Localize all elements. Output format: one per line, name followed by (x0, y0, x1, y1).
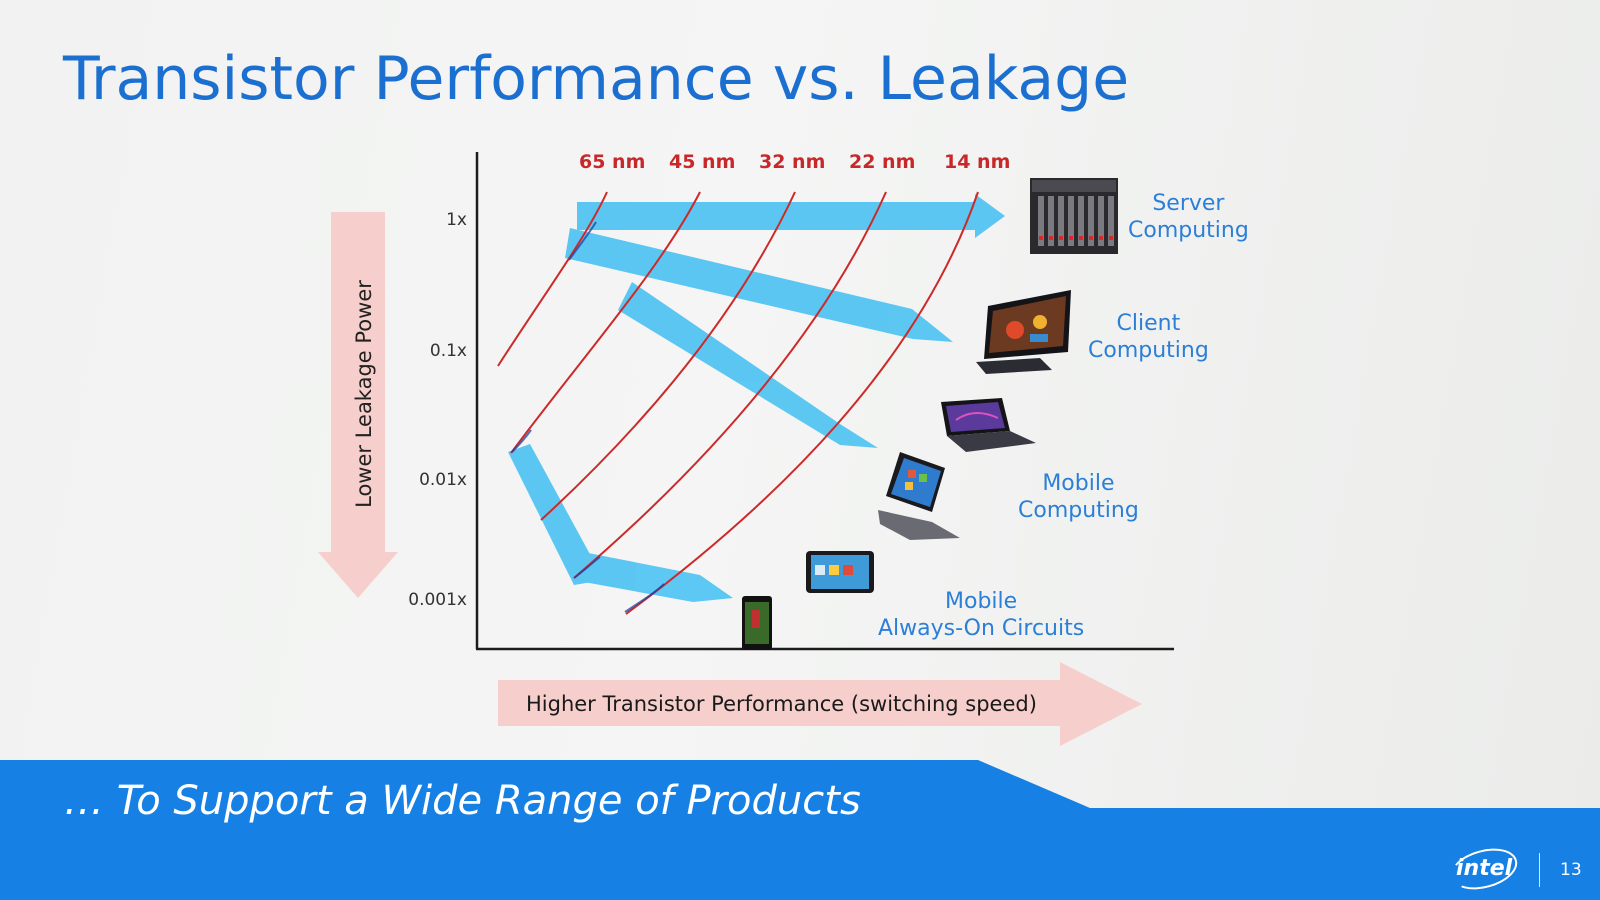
server-arrow-band (577, 194, 1005, 238)
intel-logo: intel (1456, 856, 1513, 881)
process-node-label: 14 nm (944, 151, 1010, 173)
segment-label-client: Client Computing (1088, 311, 1209, 363)
footer-divider (1539, 853, 1540, 887)
process-node-label: 45 nm (669, 151, 735, 173)
node-curve-14nm (625, 191, 979, 615)
node-curve-32nm (540, 191, 796, 521)
segment-label-server: Server Computing (1128, 191, 1249, 243)
y-tick-0.1x: 0.1x (429, 341, 467, 361)
y-axis-arrow (318, 212, 398, 598)
node-curve-65nm (497, 191, 608, 367)
x-axis-arrow (498, 662, 1142, 746)
always-on-low-arrow-band (573, 552, 733, 602)
process-node-label: 22 nm (849, 151, 915, 173)
bottom-banner (0, 760, 1600, 900)
y-tick-0.001x: 0.001x (408, 590, 467, 610)
smartphone-icon (742, 596, 772, 650)
y-tick-1x: 1x (446, 210, 467, 230)
convertible-tablet-icon (878, 452, 960, 540)
node-curve-22nm (573, 191, 887, 579)
segment-label-mobile: Mobile Computing (1018, 471, 1139, 523)
x-axis-label: Higher Transistor Performance (switching… (526, 692, 1037, 716)
all-in-one-pc-icon (976, 290, 1071, 374)
slide-title: Transistor Performance vs. Leakage (63, 44, 1130, 114)
tablet-icon (806, 551, 874, 593)
client-arrow-band (565, 228, 953, 342)
always-on-arrow-band (508, 444, 604, 585)
node-curve-45nm (510, 191, 701, 454)
laptop-icon (941, 398, 1036, 452)
mobile-arrow-band (618, 282, 878, 448)
y-axis-label: Lower Leakage Power (352, 280, 376, 508)
segment-label-always-on: Mobile Always-On Circuits (878, 589, 1085, 641)
banner-text: … To Support a Wide Range of Products (64, 778, 861, 824)
y-tick-0.01x: 0.01x (419, 470, 467, 490)
process-node-label: 65 nm (579, 151, 645, 173)
page-number: 13 (1560, 860, 1582, 880)
server-rack-icon (1030, 178, 1118, 254)
process-node-label: 32 nm (759, 151, 825, 173)
